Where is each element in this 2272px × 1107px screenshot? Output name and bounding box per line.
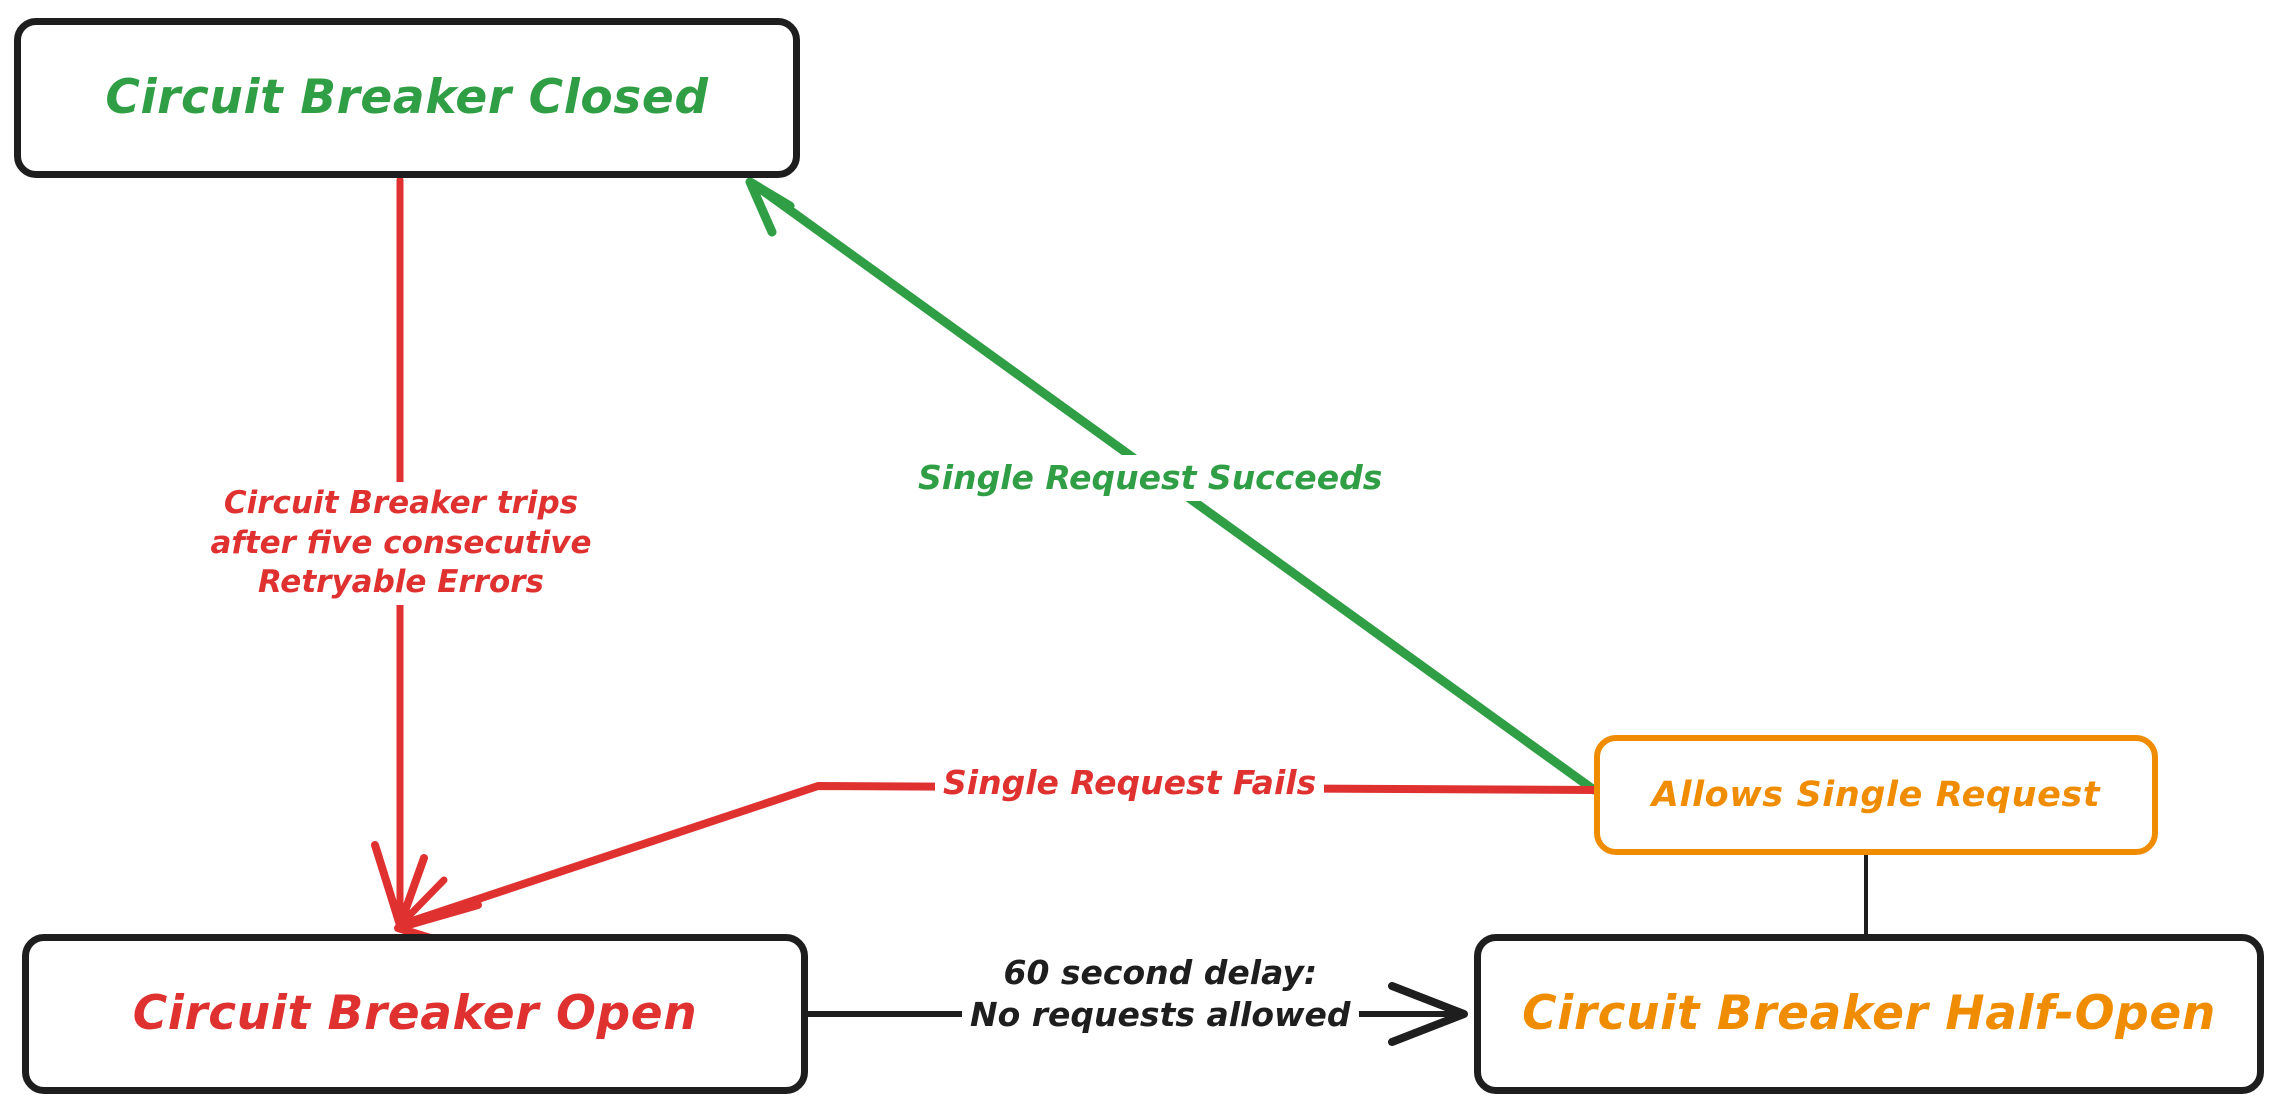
node-allows-single-request[interactable]: Allows Single Request	[1594, 735, 2158, 855]
edge-label-delay-line2: No requests allowed	[970, 995, 1351, 1035]
edge-label-60-second-delay: 60 second delay: No requests allowed	[962, 950, 1359, 1039]
edge-label-delay-line1: 60 second delay:	[1003, 953, 1318, 992]
node-circuit-breaker-open[interactable]: Circuit Breaker Open	[22, 934, 808, 1094]
edge-label-trips-line3: Retryable Errors	[257, 564, 544, 601]
edge-label-succeeds-line1: Single Request Succeeds	[918, 458, 1383, 497]
node-circuit-breaker-open-label: Circuit Breaker Open	[132, 986, 698, 1042]
node-circuit-breaker-half-open[interactable]: Circuit Breaker Half-Open	[1474, 934, 2264, 1094]
edge-allows-to-open	[394, 782, 1598, 950]
node-circuit-breaker-half-open-label: Circuit Breaker Half-Open	[1522, 986, 2216, 1042]
node-circuit-breaker-closed[interactable]: Circuit Breaker Closed	[14, 18, 800, 178]
edge-label-circuit-breaker-trips: Circuit Breaker trips after five consecu…	[178, 482, 624, 606]
edge-label-trips-line1: Circuit Breaker trips	[223, 485, 579, 521]
node-allows-single-request-label: Allows Single Request	[1651, 774, 2101, 815]
edge-label-single-request-fails: Single Request Fails	[935, 760, 1325, 807]
edge-label-single-request-succeeds: Single Request Succeeds	[910, 455, 1391, 502]
edge-label-trips-line2: after five consecutive	[210, 524, 592, 561]
edge-label-fails-line1: Single Request Fails	[943, 763, 1317, 802]
node-circuit-breaker-closed-label: Circuit Breaker Closed	[105, 70, 709, 126]
